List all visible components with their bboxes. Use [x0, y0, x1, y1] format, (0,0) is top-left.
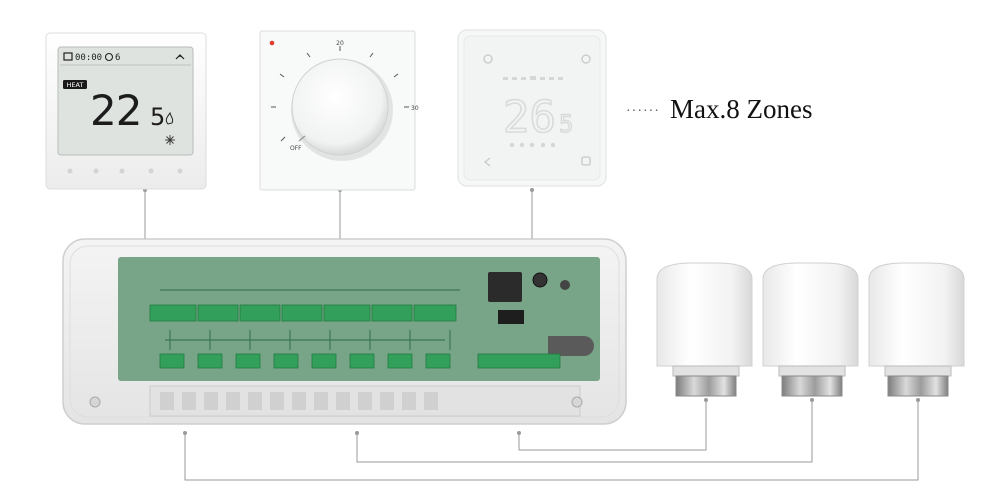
wire-actuator-1 — [518, 400, 707, 451]
led-mode-icons — [509, 142, 556, 148]
wiring-center — [62, 238, 627, 425]
flame-icon — [165, 111, 174, 125]
dial-pointer — [298, 135, 306, 142]
dial-scale — [271, 46, 409, 142]
mount-screw-right — [571, 396, 583, 408]
wire-actuator-3 — [184, 400, 919, 481]
lcd-clock: 00:00 — [75, 53, 102, 63]
temperature-dial-knob — [291, 58, 389, 156]
connection-wires — [144, 190, 919, 481]
leader-dots: ······ — [626, 103, 660, 119]
terminal-blocks-bottom — [159, 353, 561, 369]
bottom-clamps — [160, 392, 438, 410]
dial-scale-top: 20 — [336, 40, 344, 47]
fan-icon — [165, 135, 175, 145]
capacitor — [532, 272, 548, 288]
terminal-blocks-top — [149, 304, 457, 322]
back-icon — [483, 157, 491, 167]
actuator-3 — [868, 262, 965, 397]
pcb-traces — [160, 289, 460, 350]
ic-chip — [498, 310, 524, 324]
settings-icon — [581, 54, 591, 64]
max-zones-text: Max.8 Zones — [669, 94, 813, 124]
relay — [488, 272, 522, 302]
led-status-icons — [503, 76, 563, 80]
thermostat-dial: 20 30 OFF — [259, 30, 419, 191]
clock-icon — [104, 52, 114, 62]
thermostat-lcd: 00:00 6 HEAT 22 5 — [45, 32, 207, 190]
led-temperature: 26 — [503, 92, 556, 143]
power-icon — [483, 54, 493, 64]
lcd-temperature: 22 — [90, 86, 141, 135]
max-zones-label: ······ Max.8 Zones — [626, 94, 812, 125]
calendar-icon — [63, 52, 73, 61]
lcd-screen — [57, 46, 194, 156]
dial-scale-right: 30 — [411, 105, 419, 112]
home-icon — [581, 156, 591, 166]
buzzer — [560, 280, 570, 290]
power-led — [269, 40, 275, 46]
wire-actuator-2 — [356, 400, 813, 463]
actuator-1 — [656, 262, 753, 397]
mount-screw-left — [89, 396, 101, 408]
dial-scale-off: OFF — [290, 145, 302, 152]
power-cable — [548, 336, 594, 356]
thermostat-led: 26 5 — [457, 29, 607, 187]
actuator-2 — [762, 262, 859, 397]
mode-badge — [63, 80, 87, 89]
lcd-day: 6 — [115, 53, 120, 63]
lcd-temperature-decimal: 5 — [150, 103, 165, 131]
led-temperature-decimal: 5 — [559, 110, 573, 138]
touch-buttons — [67, 168, 183, 174]
mode-badge-label: HEAT — [67, 81, 84, 89]
wifi-icon — [175, 54, 185, 60]
